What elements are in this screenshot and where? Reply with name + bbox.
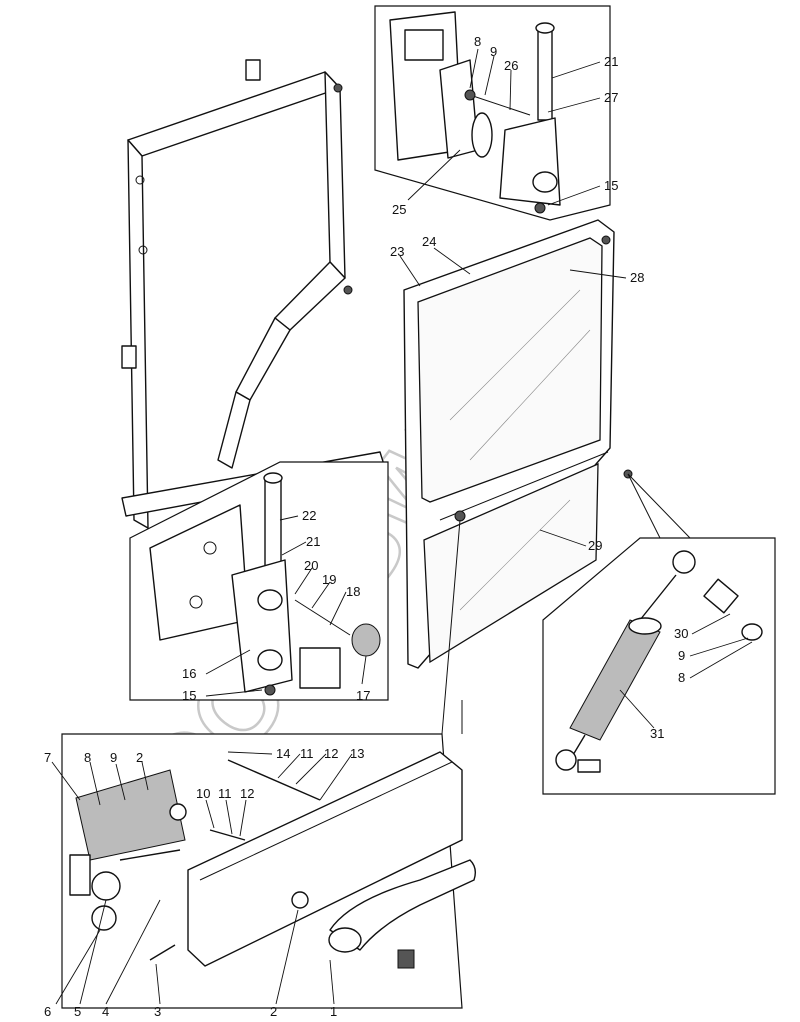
callout-5: 5 [74,1004,81,1019]
callout-9: 9 [678,648,685,663]
callout-13: 13 [350,746,364,761]
callout-31: 31 [650,726,664,741]
callout-12: 12 [324,746,338,761]
callout-21: 21 [306,534,320,549]
callout-10: 10 [196,786,210,801]
callout-21: 21 [604,54,618,69]
bottom-inset-callouts: 7 8 9 2 14 11 12 13 10 11 12 6 5 4 3 2 1 [44,746,364,1019]
gas-strut-inset [542,473,776,795]
callout-15: 15 [604,178,618,193]
callout-7: 7 [44,750,51,765]
strut-inset-callouts: 30 9 8 31 [619,613,753,741]
top-inset-callouts: 8 9 26 21 27 15 25 [392,34,618,217]
callout-15: 15 [182,688,196,703]
handle-lock-inset [61,519,477,1009]
callout-24: 24 [422,234,436,249]
callout-29: 29 [588,538,602,553]
callout-25: 25 [392,202,406,217]
callout-9: 9 [110,750,117,765]
callout-2: 2 [136,750,143,765]
callout-16: 16 [182,666,196,681]
callout-6: 6 [44,1004,51,1019]
callout-19: 19 [322,572,336,587]
lower-hinge-inset [129,461,389,701]
callout-27: 27 [604,90,618,105]
callout-22: 22 [302,508,316,523]
callout-28: 28 [630,270,644,285]
callout-11: 11 [300,746,314,761]
callout-20: 20 [304,558,318,573]
callout-11: 11 [218,786,232,801]
callout-8: 8 [84,750,91,765]
callout-3: 3 [154,1004,161,1019]
callout-23: 23 [390,244,404,259]
callout-12: 12 [240,786,254,801]
top-hinge-inset [374,5,611,221]
cab-frame [121,59,386,529]
callout-9: 9 [490,44,497,59]
door-callouts: 23 24 28 29 [390,234,644,553]
callout-30: 30 [674,626,688,641]
callout-8: 8 [678,670,685,685]
callout-26: 26 [504,58,518,73]
left-inset-callouts: 22 21 20 19 18 16 15 17 [182,508,370,703]
callout-14: 14 [276,746,290,761]
callout-1: 1 [330,1004,337,1019]
callout-18: 18 [346,584,360,599]
callout-4: 4 [102,1004,109,1019]
callout-17: 17 [356,688,370,703]
callout-8: 8 [474,34,481,49]
callout-2: 2 [270,1004,277,1019]
